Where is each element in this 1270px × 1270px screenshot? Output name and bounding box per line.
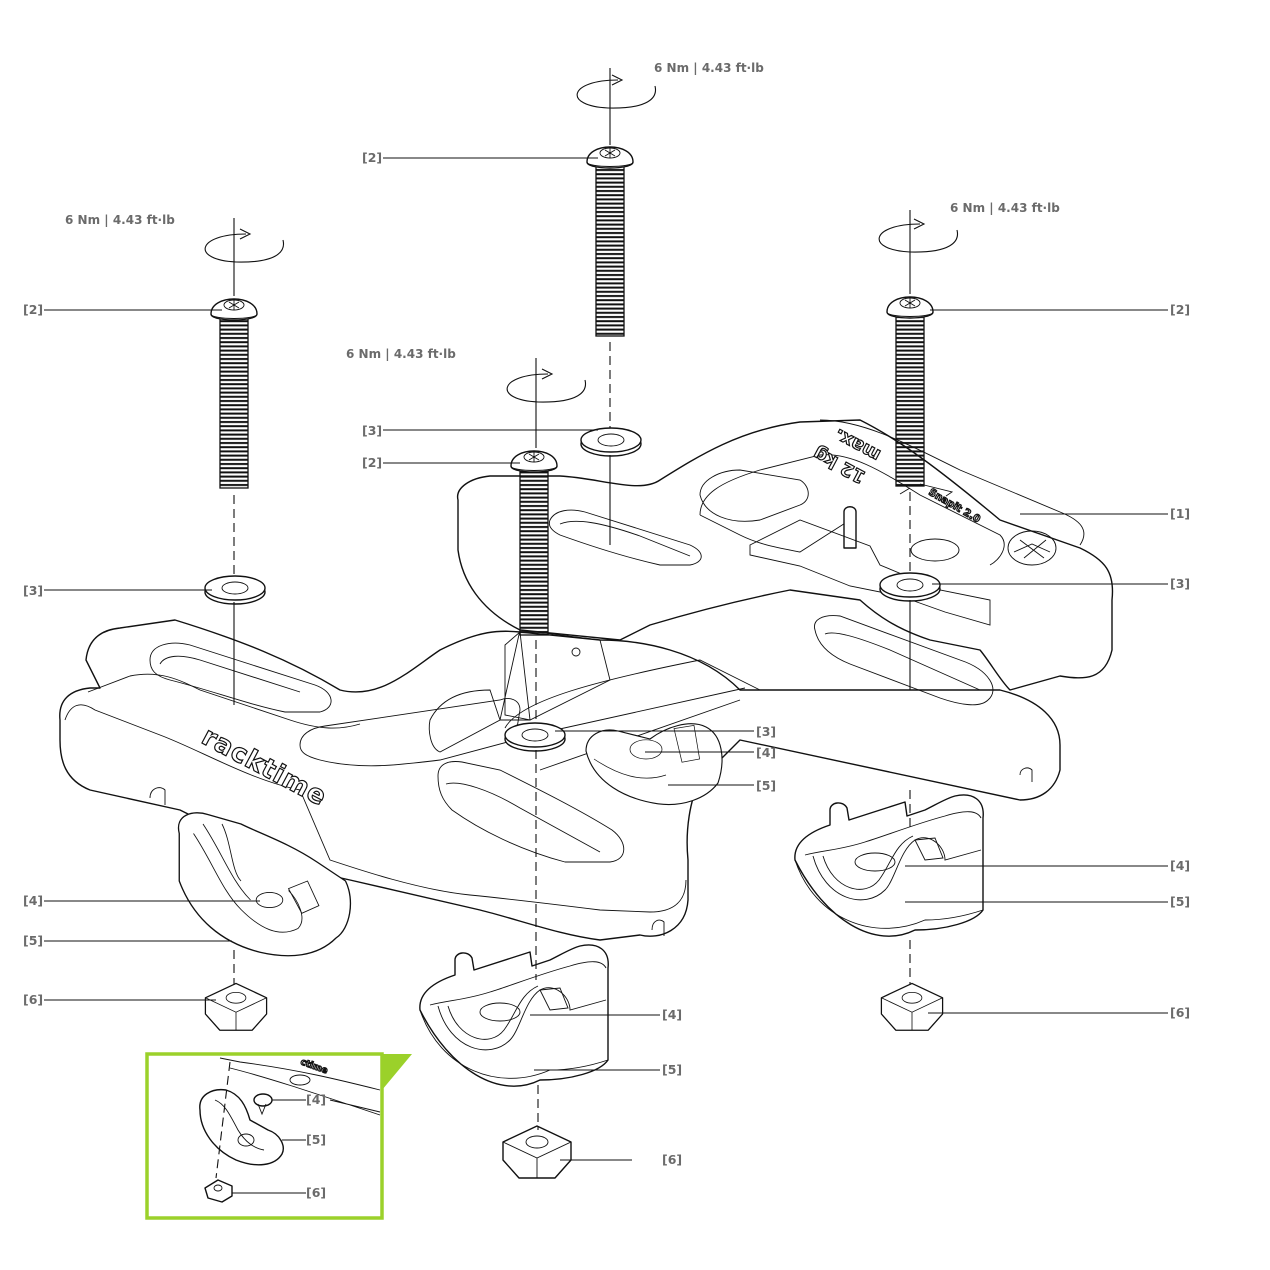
- clamp-jaw-bottom-exploded: [419, 944, 609, 1087]
- callout-clamp-jaw: [5]: [23, 933, 43, 948]
- inset-pointer: [382, 1054, 412, 1090]
- washer-mid: [580, 427, 642, 457]
- assembly-axes: [233, 68, 911, 1130]
- callout-screw: [2]: [362, 455, 382, 470]
- callout-clamp-jaw: [5]: [1170, 894, 1190, 909]
- washer-center: [504, 722, 566, 752]
- square-nut-bottom: [502, 1125, 572, 1179]
- screw-right: [886, 296, 934, 487]
- callout-pin: [4]: [23, 893, 43, 908]
- callout-square-nut: [6]: [23, 992, 43, 1007]
- torque-label: 6 Nm | 4.43 ft·lb: [346, 347, 456, 361]
- torque-label: 6 Nm | 4.43 ft·lb: [65, 213, 175, 227]
- callout-screw: [2]: [362, 150, 382, 165]
- washer-left: [204, 575, 266, 605]
- callout-clamp-jaw: [5]: [756, 778, 776, 793]
- callout-screw: [2]: [1170, 302, 1190, 317]
- callout-washer: [3]: [1170, 576, 1190, 591]
- square-nut-right: [880, 982, 944, 1031]
- callout-pin: [4]: [756, 745, 776, 760]
- snapit-logo-icon: [1007, 530, 1057, 566]
- screw-left: [210, 298, 258, 489]
- callout-adapter-plate: [1]: [1170, 506, 1190, 521]
- direction-arrow-icon: [899, 483, 954, 497]
- callout-clamp-jaw: [5]: [662, 1062, 682, 1077]
- callout-pin: [4]: [1170, 858, 1190, 873]
- rotation-arrow-icon: [576, 74, 657, 109]
- inset-callout-pin: [4]: [306, 1092, 326, 1107]
- screw-center: [510, 450, 558, 636]
- torque-label: 6 Nm | 4.43 ft·lb: [654, 61, 764, 75]
- callout-square-nut: [6]: [1170, 1005, 1190, 1020]
- detail-inset: ctime [4] [5] [6]: [145, 1052, 412, 1220]
- torque-label: 6 Nm | 4.43 ft·lb: [950, 201, 1060, 215]
- callout-square-nut: [6]: [662, 1152, 682, 1167]
- clamp-jaw-left: [177, 812, 352, 957]
- callout-labels: [2] [2] [2] [3] [2] [1] [3] [3] [3] [4] …: [23, 150, 1190, 1167]
- rotation-arrow-icon: [878, 218, 959, 253]
- callout-pin: [4]: [662, 1007, 682, 1022]
- inset-callout-clamp-jaw: [5]: [306, 1132, 326, 1147]
- screw-top: [586, 146, 634, 337]
- callout-washer: [3]: [362, 423, 382, 438]
- square-nut-left: [204, 982, 268, 1031]
- washer-right: [879, 572, 941, 602]
- callout-screw: [2]: [23, 302, 43, 317]
- leader-lines: [44, 157, 1168, 1161]
- inset-callout-square-nut: [6]: [306, 1185, 326, 1200]
- rotation-arrow-icon: [204, 228, 285, 263]
- callout-washer: [3]: [23, 583, 43, 598]
- rotation-arrow-icon: [506, 368, 587, 403]
- callout-washer: [3]: [756, 724, 776, 739]
